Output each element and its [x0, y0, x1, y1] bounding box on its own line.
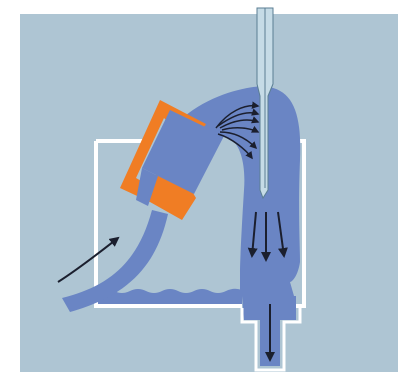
main-flow-arch: [178, 86, 301, 296]
spray-arrow: [217, 133, 253, 160]
inlet-strand: [62, 210, 168, 312]
outflow-arrows-icon: [247, 211, 288, 262]
spray-arrow: [219, 131, 258, 150]
cooling-body-tail: [136, 168, 158, 206]
drain-pipe-walls: [240, 308, 302, 372]
liquid-pool: [98, 288, 242, 304]
spray-arrow: [219, 116, 260, 129]
outflow-arrow: [247, 211, 258, 258]
inlet-arrow-icon: [57, 236, 120, 283]
outflow-arrow: [277, 211, 288, 258]
background-panel: [20, 14, 398, 372]
spray-arrow: [215, 101, 260, 129]
spray-arrow: [221, 125, 260, 133]
spray-nozzle: [256, 7, 274, 200]
cooling-body-core: [142, 110, 224, 194]
spray-arrows-icon: [215, 101, 260, 160]
spray-arrow: [217, 108, 260, 127]
